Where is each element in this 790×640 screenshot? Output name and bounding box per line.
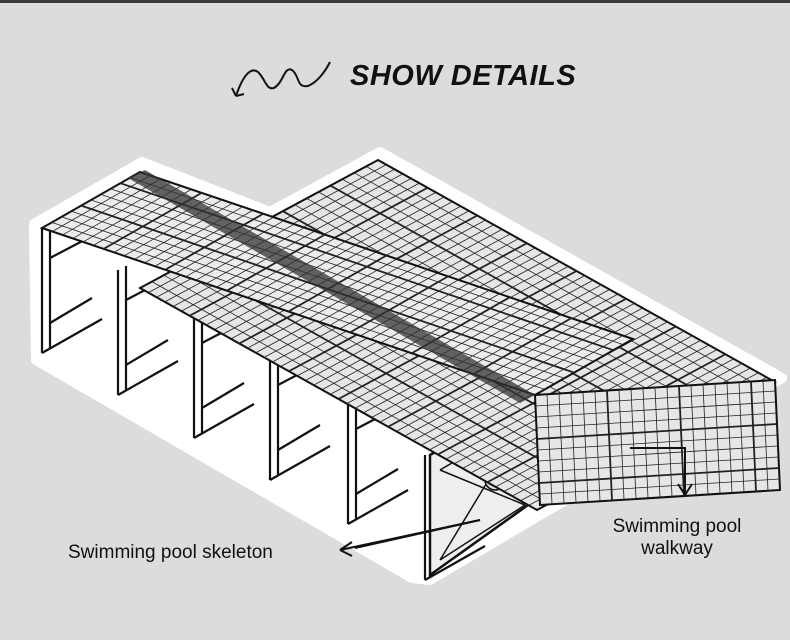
overflow-channel (128, 170, 535, 403)
section-title: SHOW DETAILS (350, 60, 577, 92)
walkway-line (175, 268, 573, 492)
annotation-arrows (339, 447, 693, 557)
skeleton-frame (346, 395, 409, 525)
top-border (0, 0, 790, 3)
walkway-front-line (536, 412, 777, 429)
skeleton-top-line (110, 188, 604, 357)
skeleton-frame (192, 309, 255, 439)
walkway-front-line (537, 445, 779, 462)
skeleton-top-line (100, 194, 594, 362)
skeleton-top-line (71, 210, 565, 379)
walkway-label-line1: Swimming pool (612, 516, 742, 537)
walkway-front-line (536, 423, 778, 440)
walkway-line (151, 281, 550, 504)
walkway-front-line (538, 456, 779, 473)
walkway-line (163, 274, 561, 498)
walkway-line (342, 178, 740, 402)
skeleton-top-line (130, 177, 624, 345)
grating-grid (39, 158, 782, 512)
walkway-line (329, 184, 728, 409)
skeleton-frame (40, 224, 103, 354)
skeleton-frame (116, 266, 179, 396)
walkway-label-line2: walkway (641, 538, 713, 559)
walkway-front-line (537, 434, 778, 451)
walkway-front-line (535, 390, 776, 407)
walkway-front-line (539, 478, 780, 495)
walkway-front-line (538, 467, 780, 484)
skeleton-label: Swimming pool skeleton (68, 542, 273, 563)
squiggle-arrow-icon (231, 61, 331, 97)
walkway-front-line (535, 401, 777, 418)
walkway-line (354, 172, 752, 396)
skeleton-frame (268, 351, 331, 481)
skeleton-top-line (61, 216, 555, 385)
walkway-label: Swimming pool walkway (592, 516, 762, 560)
walkway-line (365, 166, 764, 389)
